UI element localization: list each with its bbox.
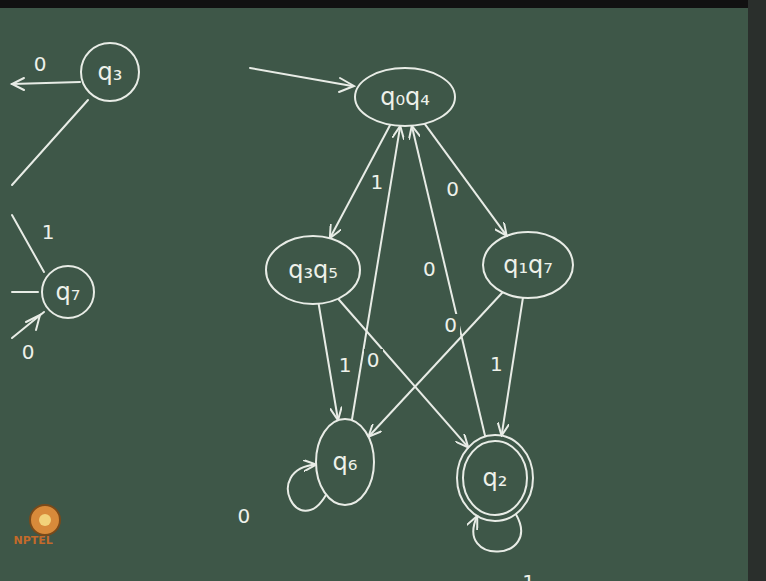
state-name: q₂ bbox=[483, 464, 508, 492]
partial-transition bbox=[12, 100, 88, 185]
state-name: q₀q₄ bbox=[380, 83, 430, 111]
state-ellipse bbox=[355, 68, 455, 126]
state-ellipse bbox=[483, 232, 573, 298]
transition-label: 1 bbox=[367, 171, 386, 193]
state-circle: q₃ bbox=[79, 41, 141, 103]
state-ellipse bbox=[266, 236, 360, 304]
transition-label: 0 bbox=[443, 178, 462, 200]
state-ellipse bbox=[42, 266, 94, 318]
board-frame bbox=[0, 0, 766, 8]
start-arrowhead bbox=[339, 78, 354, 92]
state-ellipse bbox=[316, 419, 374, 505]
transition-arrow bbox=[473, 514, 521, 552]
transition-arrow bbox=[288, 465, 326, 511]
state-name: q₆ bbox=[333, 448, 358, 476]
state-circle: q₁q₇ bbox=[481, 230, 575, 300]
state-name: q₃ bbox=[98, 58, 123, 86]
transition-label: 1 bbox=[336, 354, 355, 376]
transition-arrow bbox=[412, 126, 485, 437]
transition-label: 0 bbox=[19, 341, 38, 363]
transition-label: 0 bbox=[441, 314, 460, 336]
transition-arrow bbox=[338, 299, 468, 448]
transition-arrow bbox=[330, 125, 390, 239]
nptel-logo bbox=[30, 505, 60, 535]
transition-label: 1 bbox=[519, 571, 538, 581]
state-name: q₃q₅ bbox=[288, 256, 338, 284]
state-circle: q₃q₅ bbox=[264, 234, 362, 306]
partial-transition bbox=[12, 312, 44, 338]
partial-arrowhead bbox=[12, 78, 24, 90]
state-circle: q₆ bbox=[314, 417, 376, 507]
transition-label: 1 bbox=[39, 221, 58, 243]
transition-label: 0 bbox=[364, 349, 383, 371]
board-frame bbox=[748, 0, 766, 581]
start-arrow bbox=[250, 68, 352, 86]
state-circle: q₇ bbox=[40, 264, 96, 320]
state-name: q₇ bbox=[56, 278, 81, 306]
transition-label: 0 bbox=[235, 505, 254, 527]
state-ellipse bbox=[457, 435, 533, 521]
logo-text: NPTEL bbox=[10, 534, 55, 547]
state-circle: q₀q₄ bbox=[353, 66, 457, 128]
partial-transition bbox=[12, 291, 38, 293]
accept-ring bbox=[463, 441, 527, 515]
partial-arrowhead bbox=[26, 315, 40, 330]
transition-arrow bbox=[368, 292, 502, 436]
transition-label: 0 bbox=[31, 53, 50, 75]
state-name: q₁q₇ bbox=[503, 251, 553, 279]
transition-label: 1 bbox=[487, 353, 506, 375]
transition-arrow bbox=[425, 124, 507, 236]
partial-transition bbox=[12, 82, 80, 84]
state-ellipse bbox=[81, 43, 139, 101]
state-circle: q₂ bbox=[455, 433, 535, 523]
transition-label: 0 bbox=[420, 258, 439, 280]
